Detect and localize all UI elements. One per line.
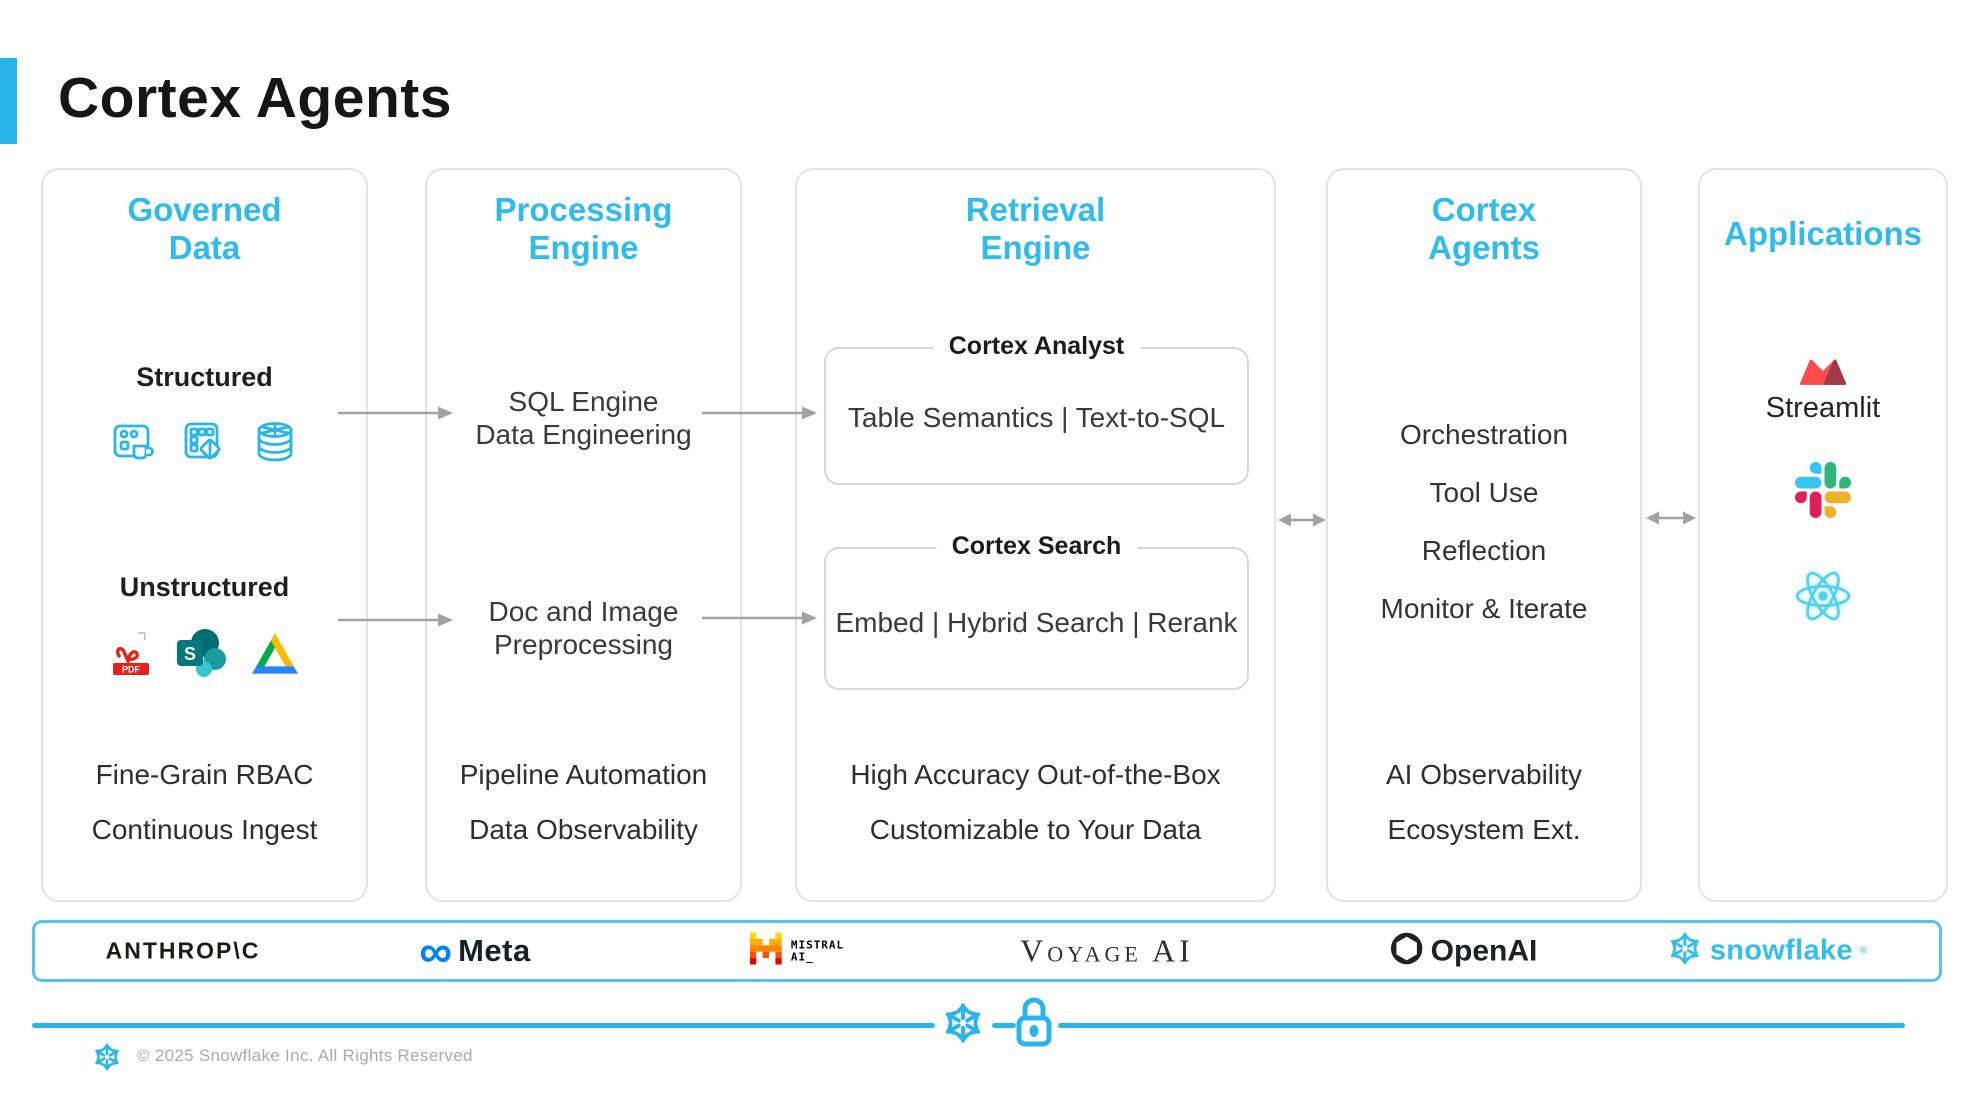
copyright-text: © 2025 Snowflake Inc. All Rights Reserve… (137, 1046, 473, 1065)
partner-strip: ANTHROP\C ∞ Meta (32, 920, 1942, 982)
arrow-right-icon (338, 613, 453, 627)
double-arrow-icon (1278, 513, 1326, 527)
panel-title: Applications (1723, 215, 1923, 252)
datagrid-iceberg-icon (182, 420, 228, 471)
feature-text: Pipeline Automation (459, 759, 708, 790)
lock-icon (1014, 994, 1054, 1055)
feature-text: High Accuracy Out-of-the-Box (850, 759, 1221, 790)
svg-text:S: S (183, 644, 195, 664)
panel-cortex-agents: Cortex Agents Orchestration Tool Use Ref… (1326, 168, 1642, 902)
agent-capability: Monitor & Iterate (1380, 593, 1588, 624)
iceberg-table-icon (112, 420, 158, 471)
panel-title: Retrieval Engine (965, 191, 1106, 266)
panel-processing-engine: Processing Engine SQL Engine Data Engine… (425, 168, 742, 902)
divider-line (32, 1023, 935, 1028)
meta-wordmark: Meta (458, 933, 531, 968)
arrow-right-icon (702, 406, 817, 420)
openai-icon (1389, 931, 1425, 972)
mistral-m-icon (749, 932, 782, 970)
panel-retrieval-engine: Retrieval Engine Cortex Analyst Table Se… (795, 168, 1276, 902)
cortex-analyst-content: Table Semantics | Text-to-SQL (847, 402, 1226, 433)
sql-engine-text: SQL Engine Data Engineering (475, 386, 692, 450)
unstructured-section-label: Unstructured (119, 572, 290, 602)
cortex-search-content: Embed | Hybrid Search | Rerank (835, 607, 1238, 638)
cortex-analyst-box: Cortex Analyst Table Semantics | Text-to… (824, 332, 1249, 485)
agent-capability: Reflection (1421, 535, 1547, 566)
divider-line (992, 1023, 1016, 1028)
doc-preprocessing-text: Doc and Image Preprocessing (488, 596, 679, 660)
svg-text:PDF: PDF (122, 665, 141, 675)
mistral-wordmark: MISTRAL AI_ (790, 938, 845, 963)
unstructured-icons-row: PDF S (43, 628, 366, 683)
panel-title: Processing Engine (494, 191, 673, 266)
feature-text: Data Observability (469, 814, 698, 845)
feature-text: Fine-Grain RBAC (95, 759, 314, 790)
panel-title: Cortex Agents (1428, 191, 1540, 266)
panel-governed-data: Governed Data Structured (41, 168, 368, 902)
anthropic-logo: ANTHROP\C (105, 937, 261, 964)
panel-applications: Applications Streamlit (1698, 168, 1948, 902)
arrow-right-icon (702, 611, 817, 625)
arrow-right-icon (338, 406, 453, 420)
feature-text: Ecosystem Ext. (1387, 814, 1581, 845)
meta-logo: ∞ Meta (419, 925, 531, 977)
snowflake-divider-icon (941, 1001, 985, 1050)
cortex-search-box: Cortex Search Embed | Hybrid Search | Re… (824, 532, 1249, 690)
google-drive-icon (251, 632, 299, 680)
slack-icon (1700, 462, 1946, 523)
registered-mark: ® (1859, 945, 1868, 956)
structured-icons-row (43, 420, 366, 471)
openai-logo: OpenAI (1389, 931, 1538, 972)
agent-capability: Tool Use (1429, 477, 1539, 508)
divider-line (1058, 1023, 1905, 1028)
panel-title: Governed Data (127, 191, 282, 266)
page-title: Cortex Agents (58, 66, 452, 130)
meta-infinity-icon: ∞ (419, 925, 453, 977)
agent-capabilities-list: Orchestration Tool Use Reflection Monito… (1328, 406, 1640, 638)
structured-section-label: Structured (136, 362, 273, 392)
snowflake-logo: snowflake ® (1667, 931, 1867, 972)
feature-text: Customizable to Your Data (869, 814, 1202, 845)
title-accent-bar (0, 58, 17, 144)
pdf-icon: PDF (111, 629, 151, 682)
snowflake-wordmark: snowflake (1709, 934, 1853, 967)
mistral-logo: MISTRAL AI_ (749, 932, 845, 970)
double-arrow-icon (1646, 511, 1696, 525)
database-icon (252, 420, 298, 471)
react-icon (1700, 567, 1946, 630)
streamlit-icon (1700, 356, 1946, 393)
voyage-ai-logo: Voyage AI (1020, 932, 1194, 969)
snowflake-icon (1667, 931, 1703, 972)
feature-text: Continuous Ingest (91, 814, 318, 845)
cortex-analyst-label: Cortex Analyst (932, 332, 1141, 361)
agent-capability: Orchestration (1399, 419, 1569, 450)
sharepoint-icon: S (175, 628, 227, 683)
feature-text: AI Observability (1385, 759, 1583, 790)
streamlit-label: Streamlit (1765, 392, 1881, 424)
openai-wordmark: OpenAI (1430, 934, 1538, 967)
cortex-search-label: Cortex Search (935, 532, 1138, 561)
footer-snowflake-icon (92, 1042, 122, 1077)
